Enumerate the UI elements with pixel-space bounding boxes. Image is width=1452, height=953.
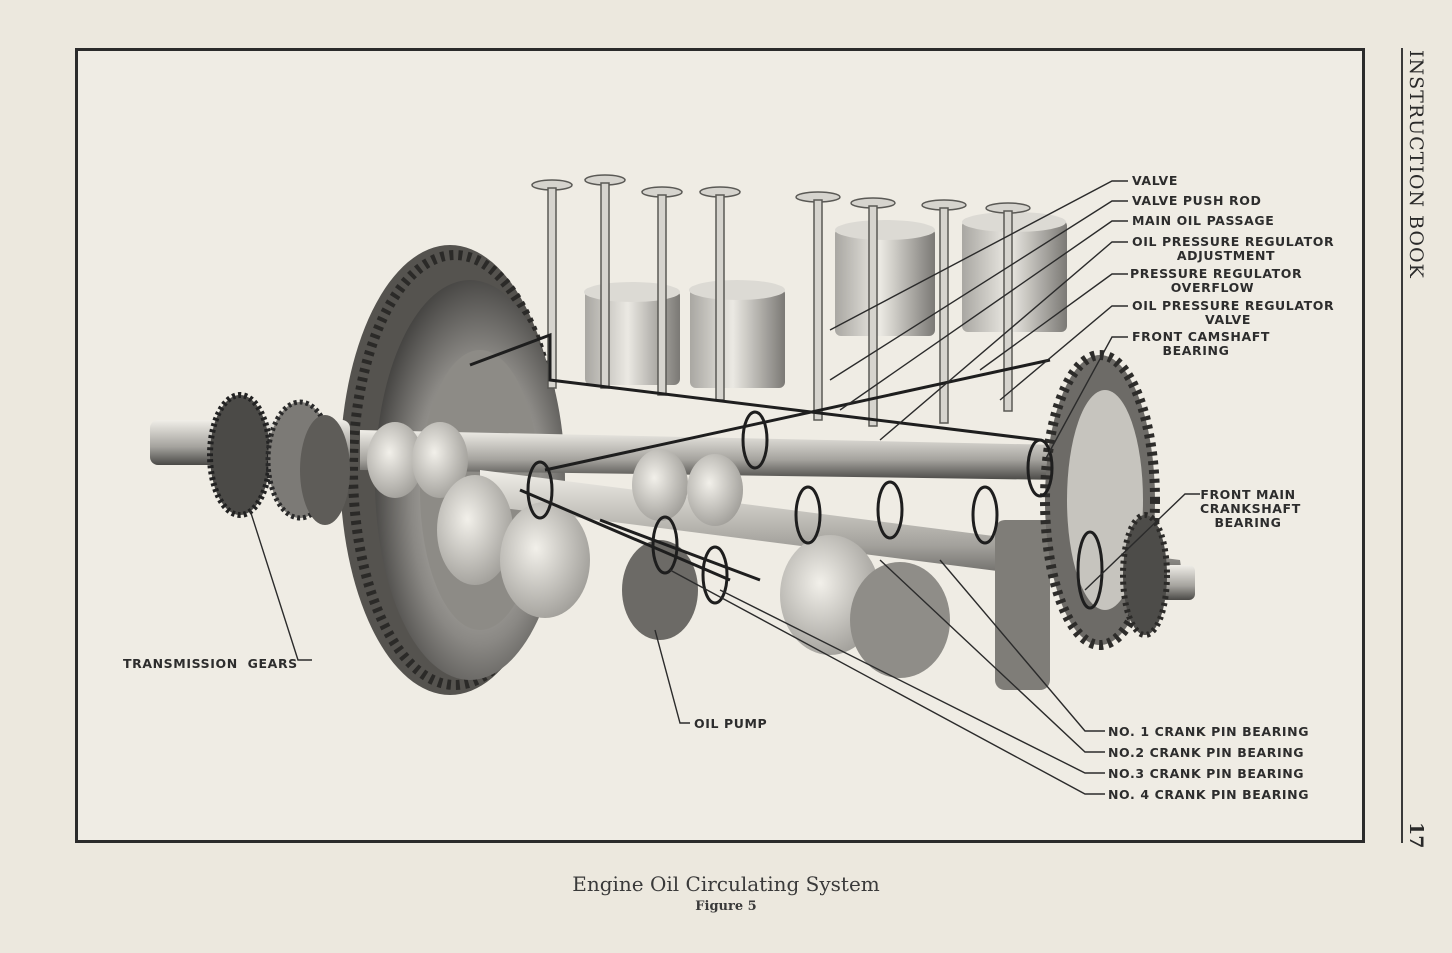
label-front-main-crankshaft-bearing: FRONT MAIN CRANKSHAFT BEARING	[1200, 487, 1301, 530]
label-line: OVERFLOW	[1170, 280, 1255, 295]
label-valve: VALVE	[1132, 173, 1178, 188]
running-head-rule	[1401, 48, 1403, 843]
label-line: CRANKSHAFT	[1200, 501, 1301, 516]
page-number: 17	[1405, 822, 1427, 849]
valves	[531, 174, 1031, 427]
label-line: OIL PRESSURE REGULATOR	[1132, 298, 1335, 313]
timing-gears	[1040, 350, 1170, 650]
label-crank-pin-bearing-4: NO. 4 CRANK PIN BEARING	[1108, 787, 1310, 802]
label-oil-pressure-regulator-adjustment: OIL PRESSURE REGULATOR ADJUSTMENT	[1132, 234, 1335, 263]
label-oil-pump: OIL PUMP	[694, 716, 768, 731]
label-line: OIL PRESSURE REGULATOR	[1132, 234, 1335, 249]
pistons	[584, 212, 1067, 388]
label-main-oil-passage: MAIN OIL PASSAGE	[1132, 213, 1275, 228]
label-transmission-gears: TRANSMISSION GEARS	[123, 656, 298, 671]
label-pressure-regulator-overflow: PRESSURE REGULATOR OVERFLOW	[1130, 266, 1303, 295]
figure-caption: Engine Oil Circulating System	[572, 872, 880, 896]
figure-number: Figure 5	[695, 899, 757, 914]
oil-path-lines	[469, 332, 1104, 610]
label-line: ADJUSTMENT	[1176, 248, 1276, 263]
running-head: INSTRUCTION BOOK	[1405, 50, 1427, 279]
label-valve-push-rod: VALVE PUSH ROD	[1132, 193, 1262, 208]
label-crank-pin-bearing-3: NO.3 CRANK PIN BEARING	[1108, 766, 1305, 781]
label-line: FRONT CAMSHAFT	[1132, 329, 1271, 344]
label-line: PRESSURE REGULATOR	[1130, 266, 1303, 281]
label-line: BEARING	[1162, 343, 1230, 358]
label-front-camshaft-bearing: FRONT CAMSHAFT BEARING	[1132, 329, 1271, 358]
transmission-gears	[150, 392, 350, 525]
label-line: VALVE	[1205, 312, 1251, 327]
label-crank-pin-bearing-1: NO. 1 CRANK PIN BEARING	[1108, 724, 1310, 739]
label-line: FRONT MAIN	[1200, 487, 1296, 502]
label-crank-pin-bearing-2: NO.2 CRANK PIN BEARING	[1108, 745, 1305, 760]
label-oil-pressure-regulator-valve: OIL PRESSURE REGULATOR VALVE	[1132, 298, 1335, 327]
label-line: BEARING	[1214, 515, 1282, 530]
leader-lines	[249, 180, 1200, 795]
